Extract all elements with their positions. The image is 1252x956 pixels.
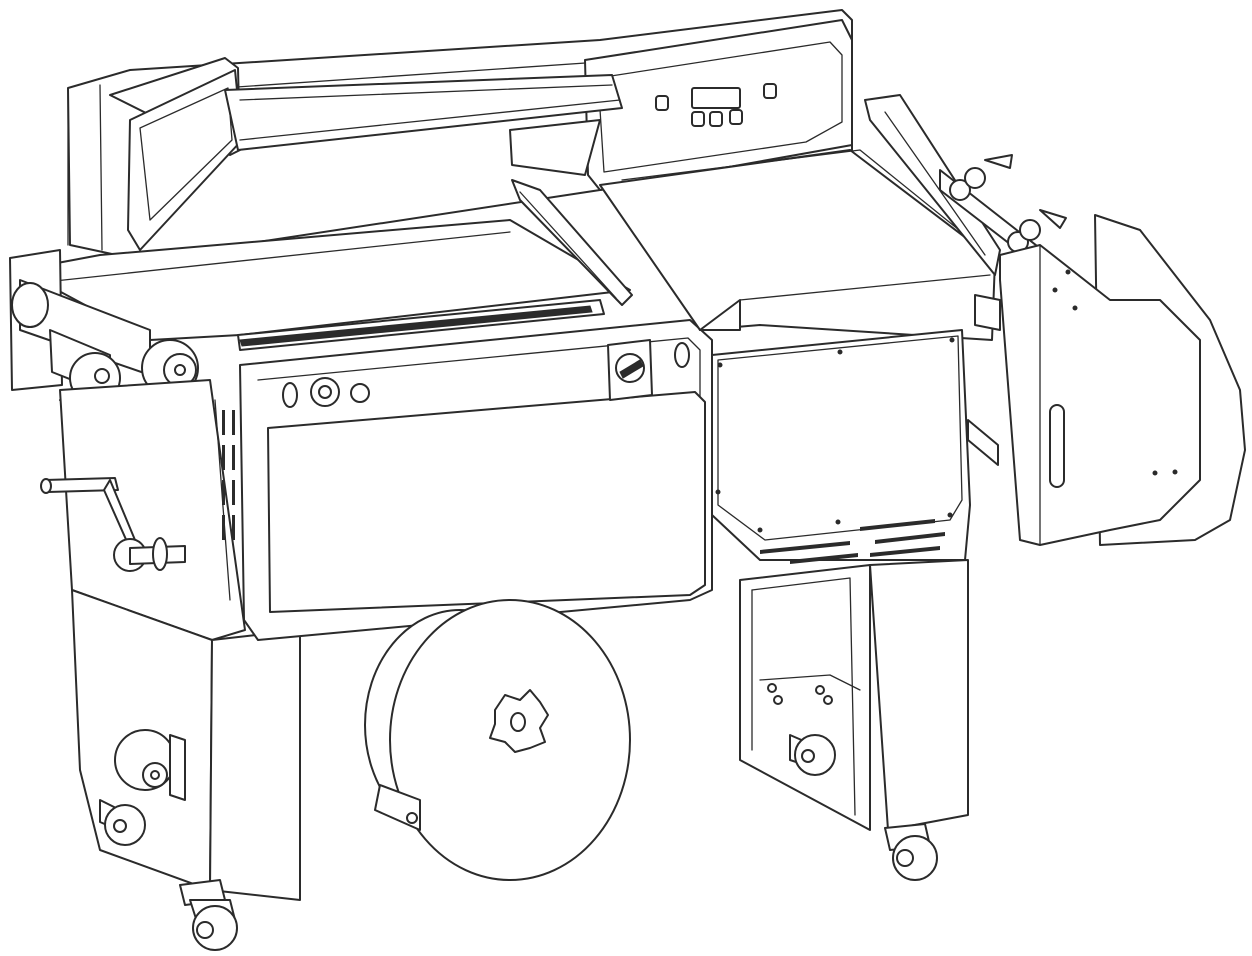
hand-crank[interactable]: [40, 477, 186, 572]
vent-slot: [222, 480, 225, 505]
vent-slot: [232, 480, 235, 505]
guide-roller: [964, 167, 986, 189]
caster-wheel-icon: [892, 835, 938, 881]
slot-cutout: [674, 342, 690, 368]
caster-rear-right: [789, 734, 836, 776]
vent-slot: [222, 445, 225, 470]
guide-roller: [949, 179, 971, 201]
control-button[interactable]: [655, 95, 669, 111]
shrink-tunnel: [599, 149, 996, 564]
film-dispenser: [864, 94, 1246, 546]
control-button[interactable]: [729, 109, 743, 125]
caster-rear-left: [99, 799, 146, 846]
vent-slot: [222, 410, 225, 435]
lcd-display: [691, 87, 741, 109]
slot-cutout: [1049, 404, 1065, 488]
film-roll: [364, 599, 631, 881]
sealing-table: [19, 179, 633, 351]
control-button[interactable]: [691, 111, 705, 127]
wing-nut[interactable]: [984, 154, 1013, 169]
front-panel: [239, 319, 713, 641]
caster-front-right: [884, 823, 938, 881]
slot-cutout: [282, 382, 298, 408]
sealing-arm[interactable]: [109, 57, 623, 251]
caster-wheel-icon: [794, 734, 836, 776]
left-body: [59, 379, 301, 901]
caster-wheel-icon: [192, 905, 238, 951]
control-button[interactable]: [709, 111, 723, 127]
vent-slot: [232, 445, 235, 470]
vent-slot: [222, 515, 225, 540]
wing-nut[interactable]: [1039, 209, 1067, 229]
control-panel: [584, 19, 853, 191]
sealing-wire: [239, 305, 593, 347]
control-button[interactable]: [763, 83, 777, 99]
guide-roller: [1019, 219, 1041, 241]
caster-front-left: [179, 879, 238, 951]
vent-slot: [232, 515, 235, 540]
right-leg-frame: [739, 559, 969, 831]
vent-slot: [232, 410, 235, 435]
indicator-lamp: [350, 383, 370, 403]
